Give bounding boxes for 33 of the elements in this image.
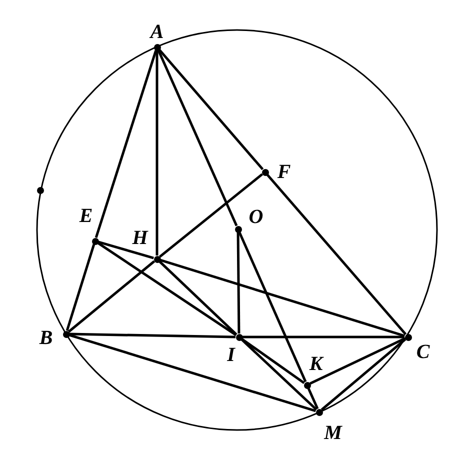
point-label: A [150,22,164,42]
line-segment [160,258,406,338]
line-segment [156,50,158,256]
line-segment [94,50,158,238]
point-label: F [277,162,291,182]
line-segment [307,388,319,410]
line-segment [320,338,406,411]
line-segment [66,244,96,332]
point-label: O [248,207,264,227]
point-label: B [39,328,53,348]
line-segment [266,174,407,336]
line-segment [158,260,238,336]
line-segment [68,334,316,412]
point-label: H [132,228,148,248]
line-segment [241,338,305,384]
line-segment [158,48,264,170]
point-label: M [324,423,342,443]
line-segment [240,338,318,411]
line-segment [69,332,236,338]
line-segment [242,336,404,338]
line-segment [158,173,264,258]
point-label: E [79,206,93,226]
line-segment [157,50,238,226]
point-label: C [416,342,430,362]
point-label: I [227,345,235,365]
line-segment [68,260,156,333]
line-segment [238,232,307,382]
line-segment [236,232,240,334]
point [36,186,44,194]
point-label: K [309,354,323,374]
line-segment [98,240,154,260]
line-segment [310,337,406,385]
line-segment [97,242,237,336]
